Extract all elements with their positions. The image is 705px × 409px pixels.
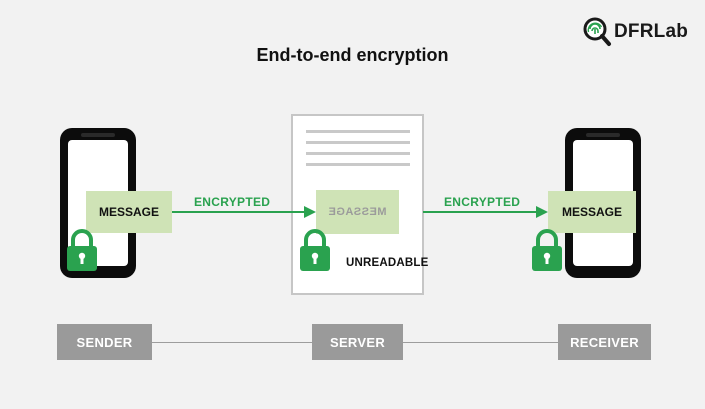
padlock-icon	[532, 229, 562, 271]
sender-node: SENDER	[57, 324, 152, 360]
server-node-label: SERVER	[329, 334, 386, 350]
sender-node-label: SENDER	[76, 334, 133, 350]
sender-message-box: MESSAGE	[86, 191, 172, 233]
encrypted-label-left: ENCRYPTED	[194, 195, 271, 209]
phone-notch	[81, 133, 115, 137]
padlock-icon	[300, 229, 330, 271]
server-node: SERVER	[312, 324, 403, 360]
encrypted-label-right: ENCRYPTED	[444, 195, 521, 209]
document-text-line	[306, 163, 410, 166]
magnifier-fingerprint-icon	[583, 17, 611, 46]
phone-notch	[586, 133, 620, 137]
arrow-right-icon	[172, 206, 316, 218]
document-text-line	[306, 141, 410, 144]
receiver-node-label: RECEIVER	[570, 334, 639, 350]
scrambled-message-label: MESSAGE	[328, 206, 387, 218]
arrow-right-icon	[423, 206, 548, 218]
padlock-icon	[67, 229, 97, 271]
connector-line	[403, 342, 558, 343]
receiver-message-label: MESSAGE	[561, 205, 622, 219]
server-message-box: MESSAGE	[316, 190, 399, 234]
dfrlab-logo: DFRLab	[582, 14, 700, 50]
connector-line	[152, 342, 312, 343]
document-text-line	[306, 130, 410, 133]
receiver-message-box: MESSAGE	[548, 191, 636, 233]
document-text-line	[306, 152, 410, 155]
sender-message-label: MESSAGE	[98, 205, 159, 219]
unreadable-label: UNREADABLE	[346, 257, 429, 269]
diagram-title: End-to-end encryption	[256, 45, 449, 65]
logo-wordmark: DFRLab	[614, 21, 689, 42]
receiver-node: RECEIVER	[558, 324, 651, 360]
